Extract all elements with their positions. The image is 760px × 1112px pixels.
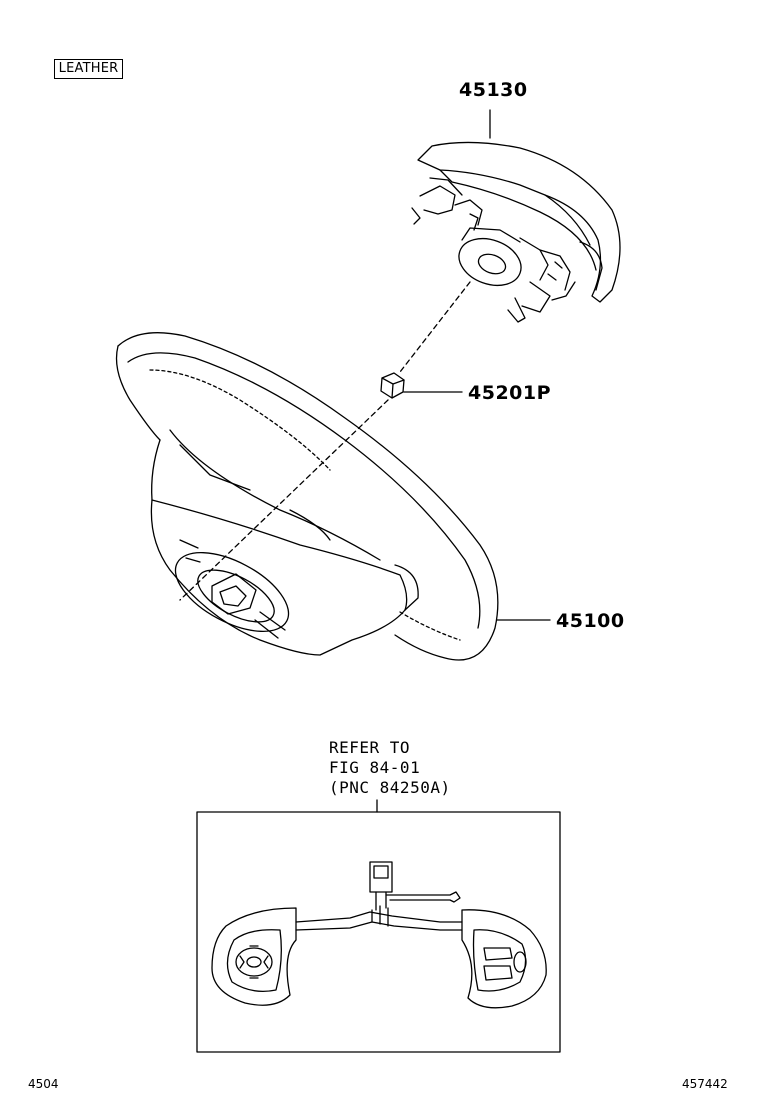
steering-wheel-drawing bbox=[115, 332, 499, 661]
part-number-45100[interactable]: 45100 bbox=[556, 610, 625, 632]
axis-upper bbox=[399, 281, 471, 373]
footer-left-code: 4504 bbox=[28, 1077, 59, 1091]
nut-drawing bbox=[380, 372, 405, 399]
axis-lower bbox=[179, 399, 389, 601]
steering-switch-drawing bbox=[211, 861, 547, 1009]
reference-line-1: REFER TO bbox=[329, 738, 411, 757]
reference-line-3: (PNC 84250A) bbox=[329, 778, 451, 797]
part-number-45201p[interactable]: 45201P bbox=[468, 382, 552, 404]
leather-tag: LEATHER bbox=[54, 59, 123, 79]
reference-note[interactable]: REFER TO FIG 84-01 (PNC 84250A) bbox=[329, 738, 451, 798]
airbag-pad-drawing bbox=[411, 141, 621, 323]
footer-right-code: 457442 bbox=[682, 1077, 728, 1091]
reference-line-2: FIG 84-01 bbox=[329, 758, 421, 777]
part-number-45130[interactable]: 45130 bbox=[459, 79, 528, 101]
switch-assembly-frame bbox=[196, 811, 561, 1053]
